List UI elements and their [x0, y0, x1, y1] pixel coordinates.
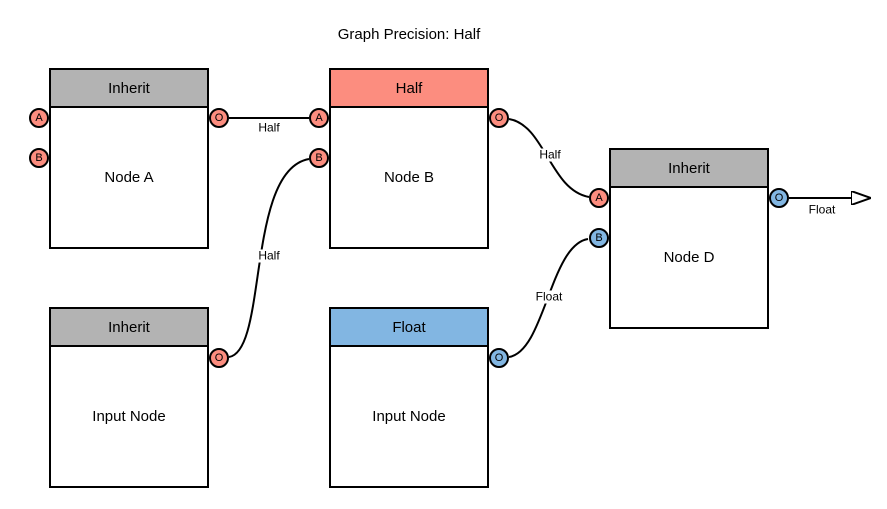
- node-b-header: Half: [331, 70, 487, 108]
- diagram-title: Graph Precision: Half: [337, 26, 481, 43]
- node-d-label: Node D: [663, 249, 715, 266]
- input-node-float-port-o[interactable]: O: [489, 348, 509, 368]
- node-a-port-a[interactable]: A: [29, 108, 49, 128]
- node-b-port-a[interactable]: A: [309, 108, 329, 128]
- input-node-float[interactable]: Float Input Node: [329, 307, 489, 488]
- node-b-port-b[interactable]: B: [309, 148, 329, 168]
- input-node-float-label: Input Node: [372, 408, 446, 425]
- input-node-inherit-port-o[interactable]: O: [209, 348, 229, 368]
- input-node-float-header: Float: [331, 309, 487, 347]
- node-d-header: Inherit: [611, 150, 767, 188]
- node-b-port-o[interactable]: O: [489, 108, 509, 128]
- node-a-port-o[interactable]: O: [209, 108, 229, 128]
- node-a-header: Inherit: [51, 70, 207, 108]
- node-d-port-b[interactable]: B: [589, 228, 609, 248]
- input-node-inherit-label: Input Node: [92, 408, 166, 425]
- node-d-port-o[interactable]: O: [769, 188, 789, 208]
- node-d-port-a[interactable]: A: [589, 188, 609, 208]
- node-a-port-b[interactable]: B: [29, 148, 49, 168]
- edge-label-b-to-d: Half: [537, 147, 563, 162]
- node-a-label: Node A: [104, 169, 154, 186]
- node-d[interactable]: Inherit Node D: [609, 148, 769, 329]
- input-node-inherit[interactable]: Inherit Input Node: [49, 307, 209, 488]
- node-a[interactable]: Inherit Node A: [49, 68, 209, 249]
- node-b-label: Node B: [383, 169, 435, 186]
- input-node-inherit-header: Inherit: [51, 309, 207, 347]
- edge-label-a-to-b: Half: [256, 120, 282, 135]
- edge-label-d-output: Float: [806, 202, 838, 217]
- node-b[interactable]: Half Node B: [329, 68, 489, 249]
- edge-label-float-to-d: Float: [533, 289, 565, 304]
- edge-label-input-to-b: Half: [256, 248, 282, 263]
